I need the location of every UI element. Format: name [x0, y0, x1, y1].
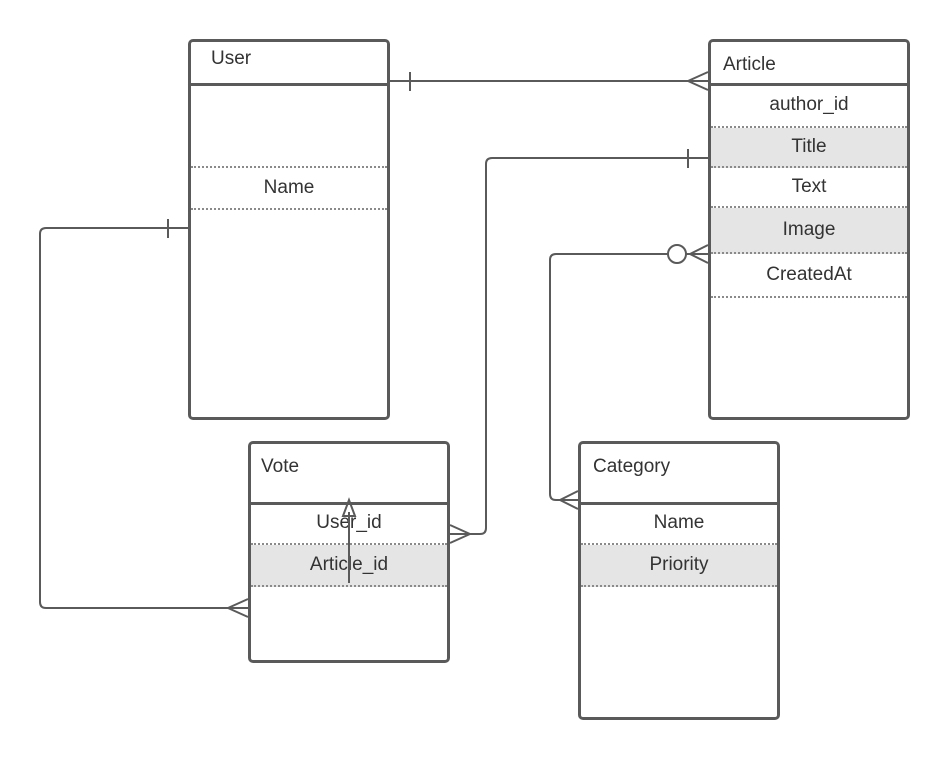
- relationship-user-article: [390, 71, 709, 91]
- entity-category-field-priority: Priority: [581, 545, 777, 587]
- entity-vote[interactable]: Vote User_id Article_id: [248, 441, 450, 663]
- entity-category[interactable]: Category Name Priority: [578, 441, 780, 720]
- entity-article-field-author-id: author_id: [711, 84, 907, 128]
- entity-vote-title: Vote: [251, 444, 447, 505]
- entity-article-field-image: Image: [711, 208, 907, 254]
- many-marker: [449, 524, 471, 544]
- entity-article-field-text: Text: [711, 168, 907, 208]
- entity-article[interactable]: Article author_id Title Text Image Creat…: [708, 39, 910, 420]
- entity-user-field-name: Name: [191, 166, 387, 210]
- entity-article-field-title: Title: [711, 128, 907, 168]
- entity-category-field-name: Name: [581, 503, 777, 545]
- entity-vote-field-article-id: Article_id: [251, 545, 447, 587]
- entity-category-title: Category: [581, 444, 777, 505]
- entity-user[interactable]: User Name: [188, 39, 390, 420]
- entity-article-field-createdat: CreatedAt: [711, 254, 907, 298]
- zero-marker: [667, 244, 687, 264]
- entity-article-title: Article: [711, 42, 907, 86]
- many-marker: [227, 598, 249, 618]
- many-marker: [687, 71, 709, 91]
- many-marker: [689, 244, 709, 264]
- entity-user-title: User: [191, 42, 387, 86]
- entity-vote-field-user-id: User_id: [251, 503, 447, 545]
- many-marker: [559, 490, 579, 510]
